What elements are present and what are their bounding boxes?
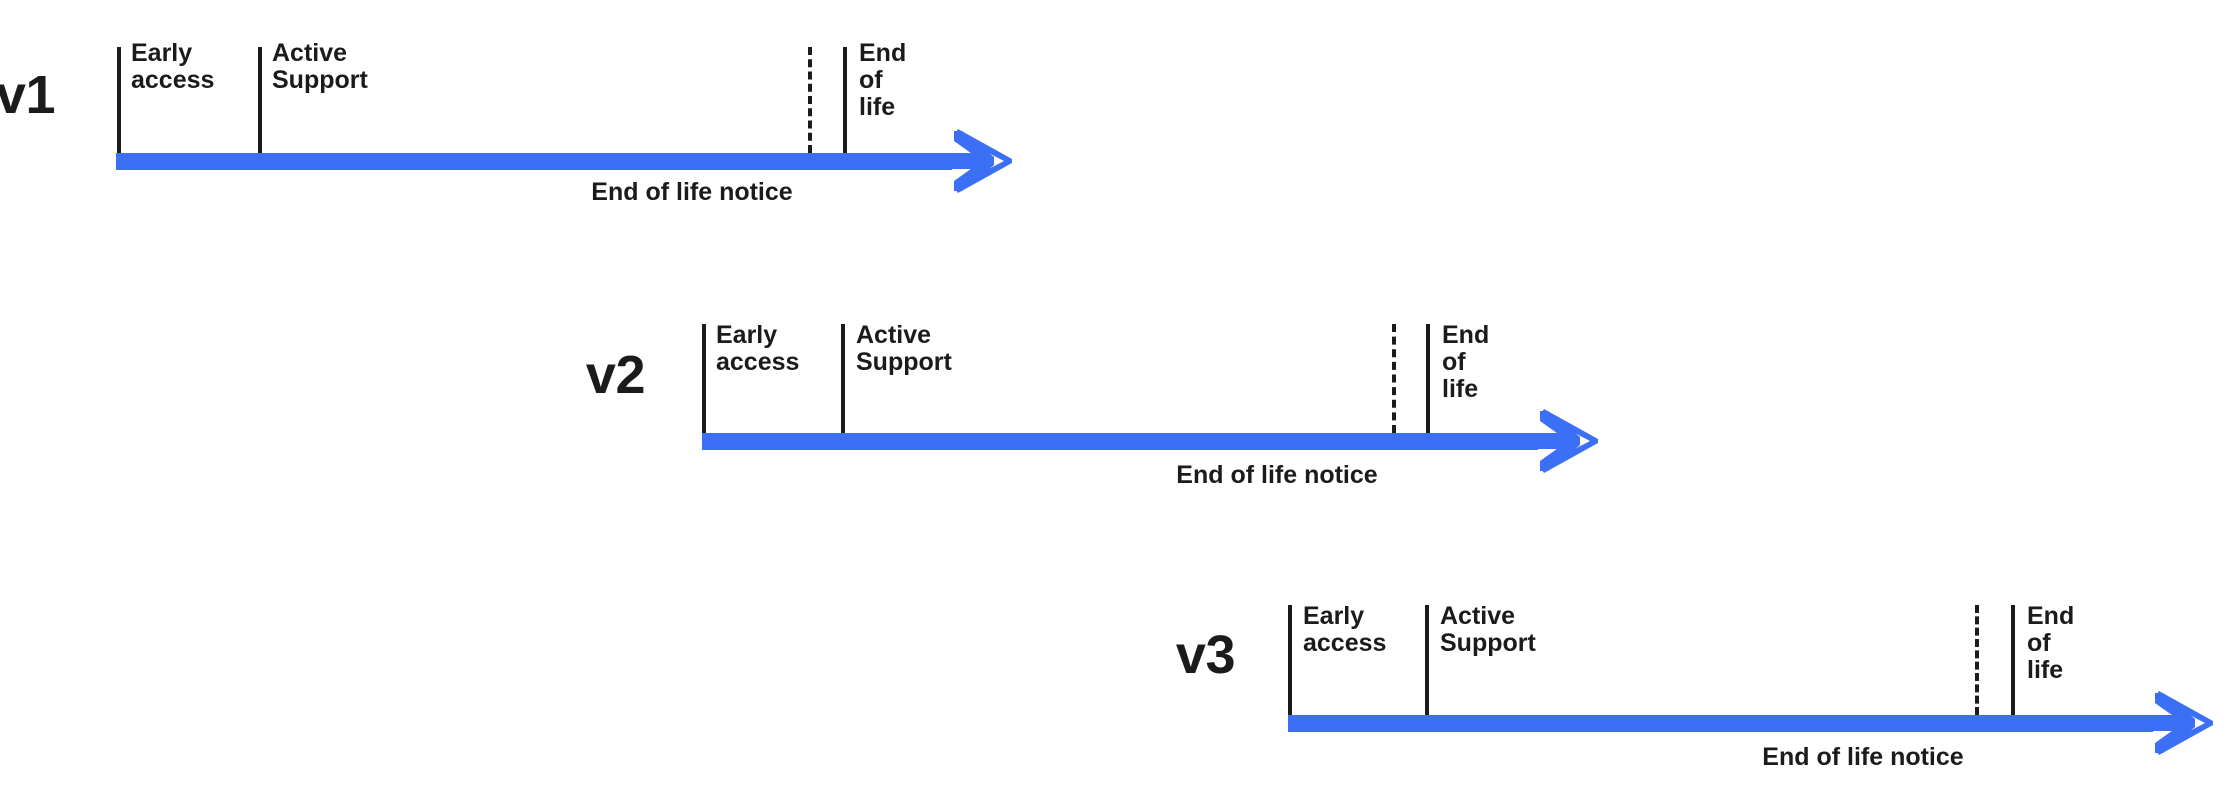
phase-divider-v2-1 <box>841 324 845 433</box>
phase-divider-v1-1 <box>258 47 262 153</box>
timeline-arrow-head-v3 <box>2151 691 2217 755</box>
end-of-life-notice-label-v3: End of life notice <box>1762 743 1964 771</box>
phase-label-v1-0: Early access <box>131 39 215 94</box>
phase-divider-v2-0 <box>702 324 706 433</box>
version-label-v1: v1 <box>0 65 56 125</box>
version-label-v3: v3 <box>1175 625 1236 685</box>
end-of-life-notice-marker-v1 <box>808 47 812 153</box>
phase-divider-v3-1 <box>1425 605 1429 715</box>
phase-label-v2-2: End of life <box>1442 321 1490 403</box>
phase-divider-v3-2 <box>2011 605 2015 715</box>
phase-divider-v1-2 <box>843 47 847 153</box>
timeline-arrow-head-v2 <box>1536 409 1602 473</box>
phase-divider-v3-0 <box>1288 605 1292 715</box>
phase-label-v2-0: Early access <box>716 321 800 376</box>
phase-label-v3-2: End of life <box>2027 602 2075 684</box>
phase-divider-v2-2 <box>1426 324 1430 433</box>
timeline-arrow-shaft-v3 <box>1288 714 2153 732</box>
phase-label-v1-1: Active Support <box>272 39 368 94</box>
phase-divider-v1-0 <box>117 47 121 153</box>
version-label-v2: v2 <box>585 345 646 405</box>
end-of-life-notice-marker-v3 <box>1975 605 1979 715</box>
phase-label-v3-0: Early access <box>1303 602 1387 657</box>
timeline-arrow-shaft-v2 <box>702 432 1538 450</box>
end-of-life-notice-label-v1: End of life notice <box>591 178 793 206</box>
end-of-life-notice-label-v2: End of life notice <box>1176 461 1378 489</box>
phase-label-v1-2: End of life <box>859 39 907 121</box>
phase-label-v2-1: Active Support <box>856 321 952 376</box>
timeline-arrow-shaft-v1 <box>116 152 952 170</box>
phase-label-v3-1: Active Support <box>1440 602 1536 657</box>
end-of-life-notice-marker-v2 <box>1392 324 1396 433</box>
timeline-arrow-head-v1 <box>950 129 1016 193</box>
